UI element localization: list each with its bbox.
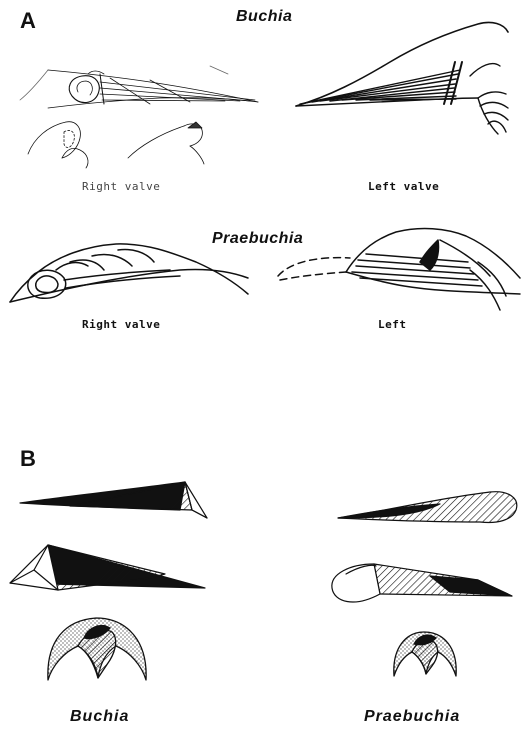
b-buchia-top-valve bbox=[20, 482, 207, 518]
panel-a-letter: A bbox=[20, 8, 36, 34]
buchia-left-valve-caption: Left valve bbox=[368, 180, 439, 193]
buchia-left-valve bbox=[296, 22, 508, 134]
buchia-right-valve-caption: Right valve bbox=[82, 180, 160, 193]
b-buchia-bottom-valve bbox=[10, 545, 205, 590]
panel-a-praebuchia-title: Praebuchia bbox=[212, 230, 303, 248]
praebuchia-right-valve-caption: Right valve bbox=[82, 318, 160, 331]
panel-b-buchia-label: Buchia bbox=[70, 708, 129, 726]
praebuchia-right-valve bbox=[10, 244, 248, 302]
b-praebuchia-bottom-valve bbox=[332, 564, 512, 602]
buchia-right-valve-sketch bbox=[20, 66, 258, 168]
b-buchia-cross-section bbox=[48, 618, 146, 680]
praebuchia-left-valve bbox=[278, 229, 520, 310]
panel-b-letter: B bbox=[20, 446, 36, 472]
b-praebuchia-top-valve bbox=[338, 492, 517, 523]
b-praebuchia-cross-section bbox=[394, 632, 456, 676]
panel-b-praebuchia-label: Praebuchia bbox=[364, 708, 460, 726]
panel-a-buchia-title: Buchia bbox=[236, 8, 292, 26]
praebuchia-left-caption: Left bbox=[378, 318, 407, 331]
